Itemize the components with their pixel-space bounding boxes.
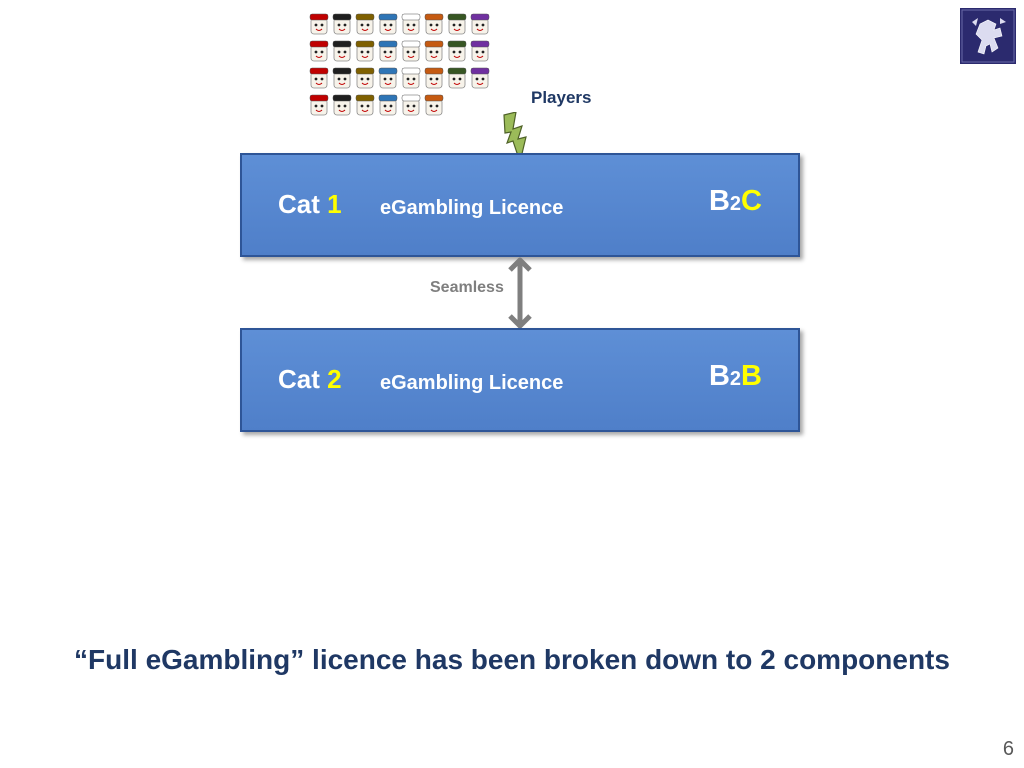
cat2-licence-label: eGambling Licence — [380, 372, 564, 394]
cat2-box: Cat 2 eGambling Licence B2B — [240, 328, 800, 432]
player-face — [378, 94, 398, 116]
player-face — [355, 67, 375, 89]
player-face — [355, 94, 375, 116]
player-face — [309, 94, 329, 116]
cat1-licence-label: eGambling Licence — [380, 197, 564, 219]
player-face — [332, 94, 352, 116]
cat2-number: 2 — [327, 364, 342, 394]
heraldic-lion-logo — [960, 8, 1016, 64]
player-face — [355, 13, 375, 35]
player-face — [309, 67, 329, 89]
player-face — [355, 40, 375, 62]
player-face — [447, 40, 467, 62]
player-face — [332, 67, 352, 89]
player-faces-image — [309, 13, 490, 116]
player-face — [309, 40, 329, 62]
player-face — [424, 67, 444, 89]
player-face — [447, 67, 467, 89]
cat2-title: Cat 2 — [278, 364, 342, 394]
player-face — [378, 67, 398, 89]
cat1-business-model: B2C — [708, 185, 762, 217]
player-face — [470, 13, 490, 35]
player-face — [470, 40, 490, 62]
player-face — [470, 67, 490, 89]
cat1-title: Cat 1 — [278, 189, 342, 219]
player-face — [401, 67, 421, 89]
player-face — [401, 94, 421, 116]
player-face — [401, 40, 421, 62]
player-face — [309, 13, 329, 35]
players-label: Players — [531, 88, 592, 107]
player-face — [424, 94, 444, 116]
double-arrow-icon — [508, 257, 532, 329]
cat1-box: Cat 1 eGambling Licence B2C — [240, 153, 800, 257]
cat1-number: 1 — [327, 189, 342, 219]
player-face — [401, 13, 421, 35]
cat2-business-model: B2B — [708, 360, 762, 392]
player-face — [332, 13, 352, 35]
player-face — [447, 13, 467, 35]
slide-caption: “Full eGambling” licence has been broken… — [74, 644, 950, 675]
seamless-label: Seamless — [430, 279, 504, 296]
player-face — [332, 40, 352, 62]
lightning-bolt-icon — [503, 112, 527, 164]
player-face — [424, 40, 444, 62]
player-face — [378, 40, 398, 62]
player-face — [378, 13, 398, 35]
page-number: 6 — [1002, 738, 1014, 760]
player-face — [424, 13, 444, 35]
